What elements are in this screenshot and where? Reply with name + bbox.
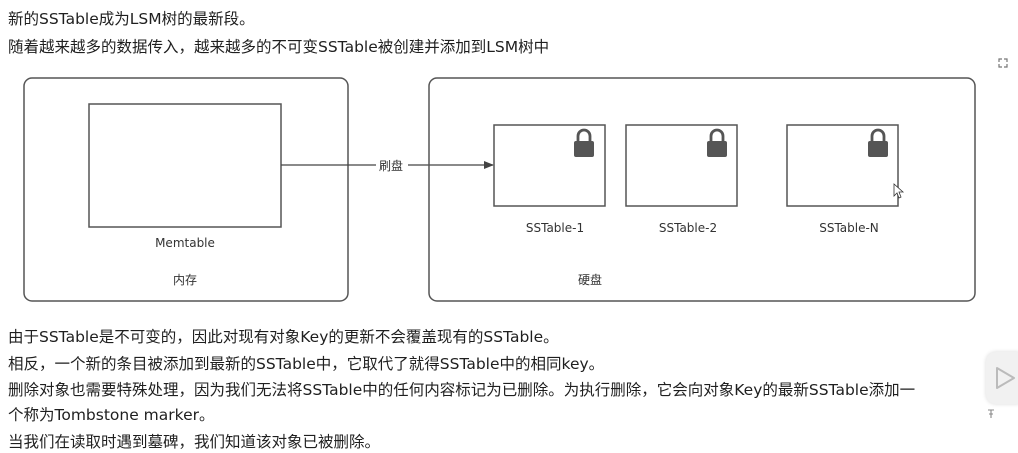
pin-icon[interactable] [986,408,996,420]
lock-icon [705,128,729,159]
memory-label: 内存 [173,273,197,287]
sstable-2-label: SSTable-2 [659,221,717,235]
disk-container [428,77,976,302]
flush-label: 刷盘 [379,158,403,173]
body-line-1: 由于SSTable是不可变的，因此对现有对象Key的更新不会覆盖现有的SSTab… [8,328,559,346]
sstable-1-label: SSTable-1 [526,221,584,235]
lock-icon [572,128,596,159]
intro-line-2: 随着越来越多的数据传入，越来越多的不可变SSTable被创建并添加到LSM树中 [8,38,550,56]
lock-icon [866,128,890,159]
memtable-label: Memtable [155,236,215,250]
mouse-cursor-icon [893,183,905,199]
intro-line-1: 新的SSTable成为LSM树的最新段。 [8,10,255,28]
sstable-1-box [493,124,606,207]
play-widget[interactable] [986,352,1018,404]
expand-icon[interactable] [998,58,1008,68]
sstable-2-box [625,124,738,207]
body-line-2: 相反，一个新的条目被添加到最新的SSTable中，它取代了就得SSTable中的… [8,355,605,373]
sstable-n-label: SSTable-N [819,221,879,235]
body-line-3: 删除对象也需要特殊处理，因为我们无法将SSTable中的任何内容标记为已删除。为… [8,381,916,399]
memory-container [23,77,349,302]
sstable-n-box [786,124,899,207]
disk-label: 硬盘 [578,272,602,287]
play-icon [996,367,1015,389]
body-line-4: 个称为Tombstone marker。 [8,406,215,424]
body-line-5: 当我们在读取时遇到墓碑，我们知道该对象已被删除。 [8,433,381,451]
memtable-box [88,103,282,228]
